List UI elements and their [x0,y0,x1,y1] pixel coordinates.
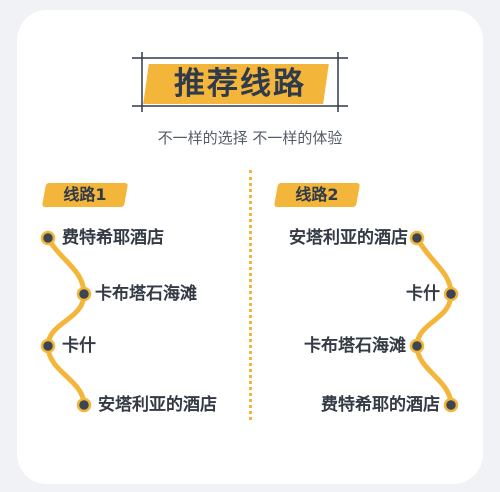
route-2-stop-3: 卡布塔石海滩 [304,336,406,356]
route-2-node [443,397,459,413]
route-1-node [40,230,56,246]
route-2-node [443,286,459,302]
route-2-nodes [409,230,459,413]
title-block: 推荐线路 [130,52,350,112]
route-1-stop-1: 费特希耶酒店 [62,228,164,248]
route-1-tag: 线路1 [41,183,129,207]
route-2-stop-1: 安塔利亚的酒店 [289,228,408,248]
route-2-node [409,338,425,354]
route-1-nodes [40,230,92,413]
title-frame [132,52,348,112]
route-1-node [40,338,56,354]
route-1-node [76,397,92,413]
route-2-path [414,235,454,408]
route-2-tag: 线路2 [273,183,361,207]
route-2-node [409,230,425,246]
route-1-stop-4: 安塔利亚的酒店 [98,395,217,415]
route-2-stop-4: 费特希耶的酒店 [321,395,440,415]
route-2-label: 线路2 [295,185,339,204]
route-1-stop-2: 卡布塔石海滩 [95,284,197,304]
route-1-label: 线路1 [63,185,107,204]
route-1-path [45,235,87,408]
route-divider [249,170,254,420]
route-2-stop-2: 卡什 [406,284,440,304]
route-1-node [76,286,92,302]
route-1-stop-3: 卡什 [62,336,96,356]
page-title: 推荐线路 [174,66,306,102]
page-subtitle: 不一样的选择 不一样的体验 [157,129,343,147]
